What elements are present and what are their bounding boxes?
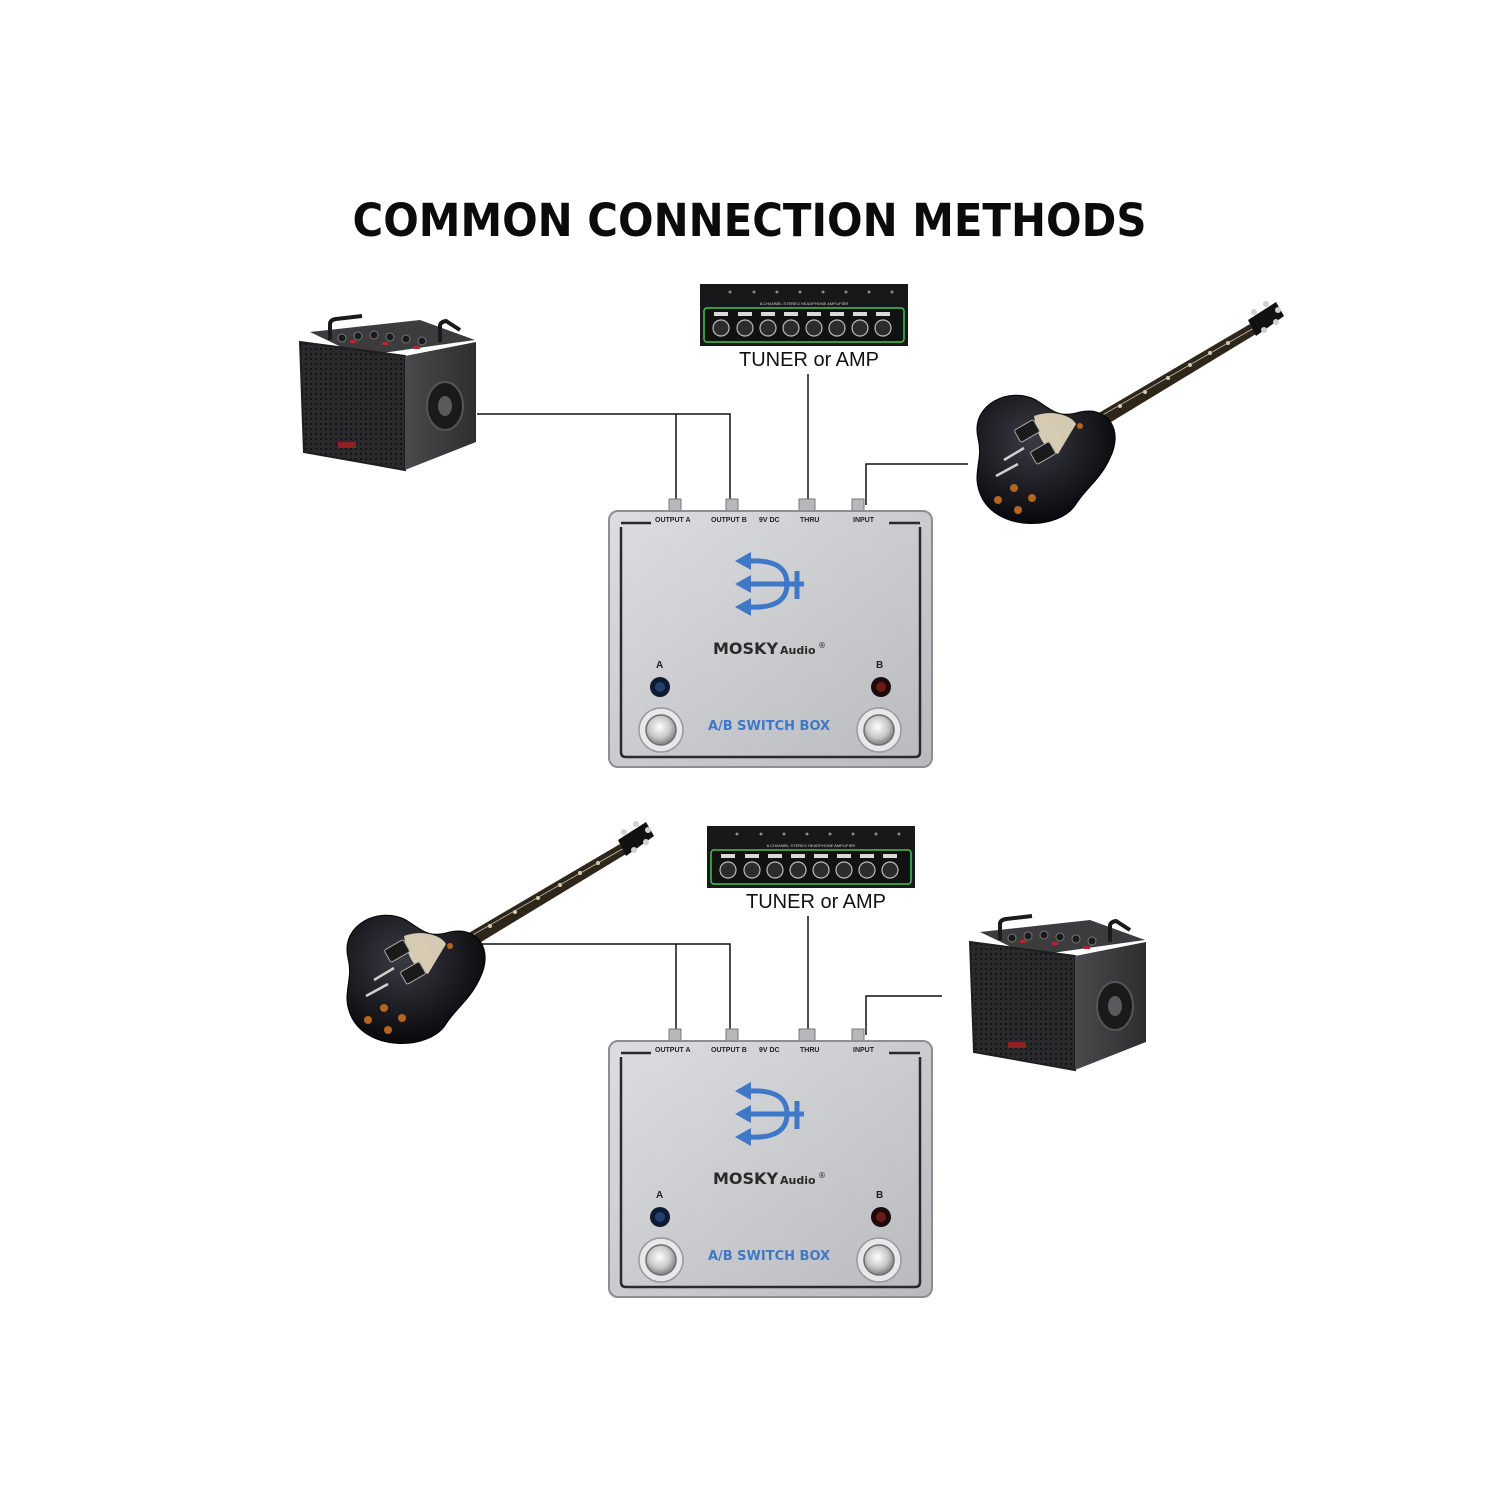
brand-name: MOSKY [713, 639, 778, 658]
tuner-label-top: TUNER or AMP [739, 349, 880, 371]
connection-wires-top [477, 374, 968, 505]
guitar-image-bottom [345, 819, 656, 1045]
jack-label-9v-dc: 9V DC [759, 1047, 780, 1054]
jack-label-output-b: OUTPUT B [711, 517, 747, 524]
pedal-name: A/B SWITCH BOX [708, 719, 830, 734]
brand-name: MOSKY [713, 1169, 778, 1188]
led-label-a: A [656, 660, 663, 671]
jack-label-output-b: OUTPUT B [711, 1047, 747, 1054]
pedal-name: A/B SWITCH BOX [708, 1249, 830, 1264]
brand-suffix: Audio [780, 644, 816, 657]
jack-label-thru: THRU [800, 517, 819, 524]
amplifier-image-top [298, 314, 478, 472]
bottom-connection-diagram: OUTPUT A OUTPUT B 9V DC THRU INPUT MOSKY… [345, 819, 1148, 1297]
registered-mark: ® [818, 641, 826, 650]
jack-label-output-a: OUTPUT A [655, 1047, 691, 1054]
led-label-a: A [656, 1190, 663, 1201]
hp-amp-header-bottom: 8-CHANNEL STEREO HEADPHONE AMPLIFIER [767, 843, 856, 848]
jack-label-9v-dc: 9V DC [759, 517, 780, 524]
jack-label-output-a: OUTPUT A [655, 517, 691, 524]
brand-suffix: Audio [780, 1174, 816, 1187]
jack-label-input: INPUT [853, 1047, 875, 1054]
led-label-b: B [876, 1190, 883, 1201]
ab-switch-pedal-bottom: OUTPUT A OUTPUT B 9V DC THRU INPUT MOSKY… [609, 1029, 932, 1297]
led-label-b: B [876, 660, 883, 671]
hp-amp-header-top: 8-CHANNEL STEREO HEADPHONE AMPLIFIER [760, 301, 849, 306]
registered-mark: ® [818, 1171, 826, 1180]
jack-label-input: INPUT [853, 517, 875, 524]
jack-label-thru: THRU [800, 1047, 819, 1054]
tuner-label-bottom: TUNER or AMP [746, 891, 887, 913]
ab-switch-pedal-top: OUTPUT A OUTPUT B 9V DC THRU INPUT MOSKY… [609, 499, 932, 767]
headphone-amp-image-top [699, 283, 909, 347]
top-connection-diagram: OUTPUT A OUTPUT B 9V DC THRU INPUT MOSKY… [298, 283, 1286, 767]
page-title: COMMON CONNECTION METHODS [352, 194, 1147, 247]
amplifier-image-bottom [968, 914, 1148, 1072]
headphone-amp-image-bottom [706, 825, 916, 889]
guitar-image-top [975, 299, 1286, 525]
connection-wires-bottom [477, 916, 942, 1035]
